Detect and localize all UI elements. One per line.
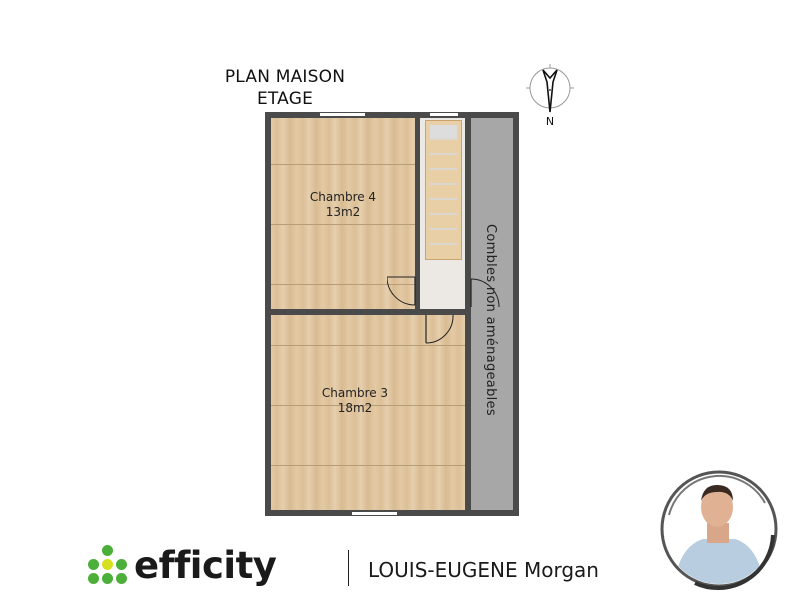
window-top-2 xyxy=(430,113,458,116)
footer-separator xyxy=(348,550,349,586)
compass-north-label: N xyxy=(546,115,554,128)
efficity-dots-icon xyxy=(88,545,128,585)
door-chambre-3 xyxy=(425,315,454,344)
room-label-combles: Combles non aménageables xyxy=(483,224,498,416)
door-combles xyxy=(470,278,500,308)
room-area: 18m2 xyxy=(337,401,373,415)
wall-inner-1 xyxy=(415,112,420,315)
plan-title-line2: ETAGE xyxy=(256,89,314,109)
efficity-logo: efficity xyxy=(88,540,277,590)
wall-inner-horizontal xyxy=(265,309,471,315)
window-top-1 xyxy=(320,113,365,116)
room-label-chambre-3: Chambre 3 18m2 xyxy=(295,386,415,416)
staircase xyxy=(425,120,462,260)
room-name: Chambre 4 xyxy=(309,190,377,204)
agent-name: LOUIS-EUGENE Morgan xyxy=(368,558,599,582)
agent-avatar xyxy=(655,465,783,593)
room-combles xyxy=(471,118,513,510)
stair-hall xyxy=(420,118,465,309)
room-label-chambre-4: Chambre 4 13m2 xyxy=(283,190,403,220)
floor-plan: Chambre 4 13m2 Chambre 3 18m2 Combles no… xyxy=(265,112,519,516)
plan-title-line1: PLAN MAISON xyxy=(224,67,346,87)
brand-name: efficity xyxy=(134,543,277,587)
room-name: Chambre 3 xyxy=(321,386,389,400)
room-chambre-3 xyxy=(271,315,465,510)
compass-icon: N xyxy=(522,62,578,128)
plan-title: PLAN MAISON ETAGE xyxy=(200,66,370,110)
door-chambre-4 xyxy=(387,276,416,306)
wall-outer-right xyxy=(513,112,519,516)
window-bottom xyxy=(352,512,397,515)
room-area: 13m2 xyxy=(325,205,361,219)
wall-outer-top xyxy=(265,112,519,118)
